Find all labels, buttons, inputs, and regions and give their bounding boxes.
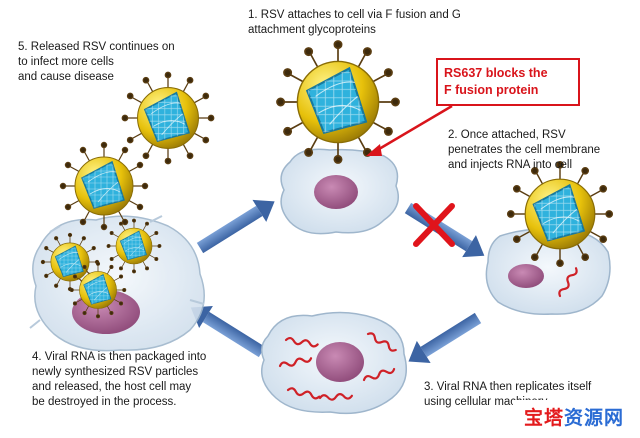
inhibitor-callout: RS637 blocks the F fusion protein xyxy=(436,58,580,106)
host-cell-top xyxy=(280,148,399,235)
nucleus-icon xyxy=(508,264,544,288)
nucleus-icon xyxy=(314,175,358,209)
callout-pointer xyxy=(366,104,453,156)
block-x-icon xyxy=(413,203,455,247)
watermark: 宝塔资源网 xyxy=(513,400,635,432)
watermark-part-2: 资源网 xyxy=(564,406,625,429)
host-cell-bottom xyxy=(261,311,407,415)
step-2-label: 2. Once attached, RSV penetrates the cel… xyxy=(448,129,601,171)
cycle-arrow-icon xyxy=(196,199,275,254)
nucleus-icon xyxy=(316,342,364,382)
cycle-arrow-icon xyxy=(408,312,482,363)
virus-icon xyxy=(121,71,215,165)
watermark-part-1: 宝塔 xyxy=(523,406,564,429)
step-5-label: 5. Released RSV continues on to infect m… xyxy=(18,41,175,83)
step-4-label: 4. Viral RNA is then packaged into newly… xyxy=(32,351,207,408)
step-1-label: 1. RSV attaches to cell via F fusion and… xyxy=(248,9,461,36)
virus-icon xyxy=(275,39,401,165)
